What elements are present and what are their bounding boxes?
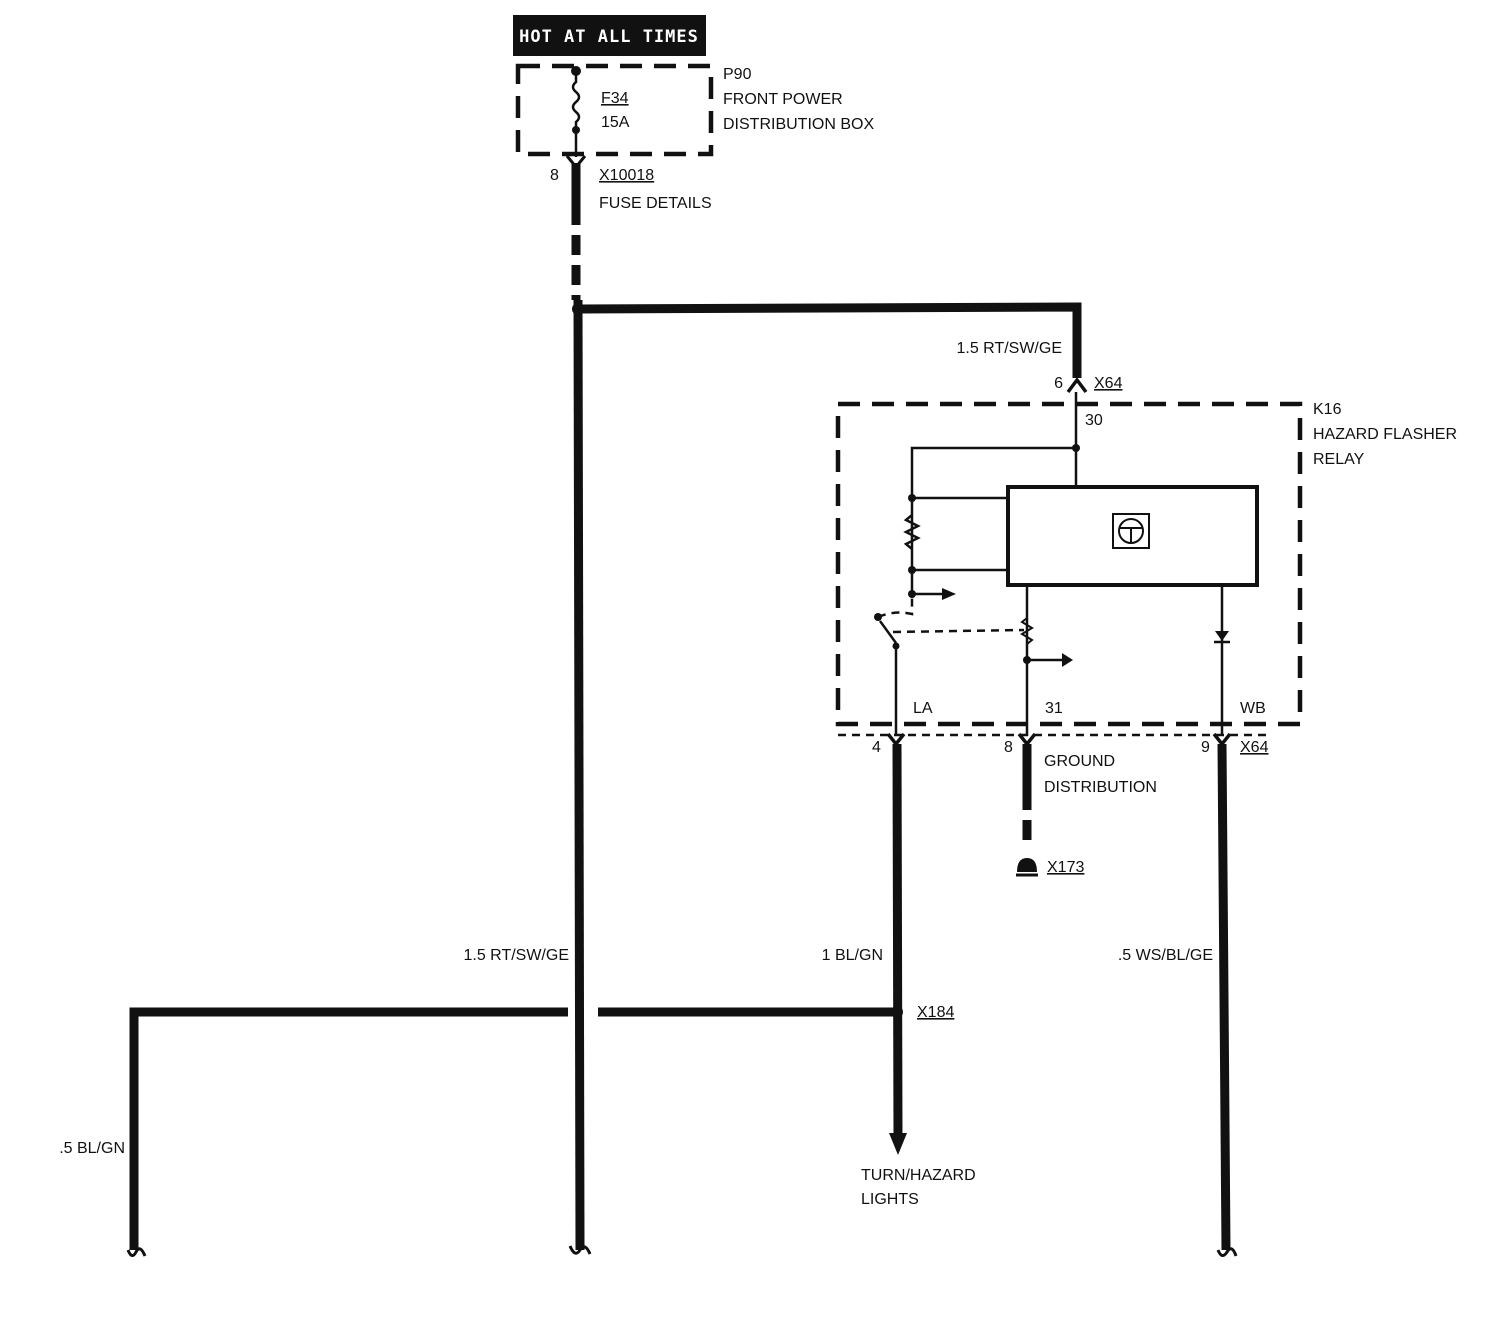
relay-name-line1: HAZARD FLASHER	[1313, 426, 1457, 443]
ground-label-line1: GROUND	[1044, 753, 1115, 770]
feed-main-wire-label: 1.5 RT/SW/GE	[463, 947, 569, 964]
fuse-symbol	[571, 71, 581, 130]
relay-terminal-la: LA	[913, 700, 933, 717]
flasher-module	[1006, 485, 1259, 587]
relay-input-connector-label: X64	[1094, 375, 1123, 392]
wb-output-wire	[1217, 743, 1231, 1251]
left-branch-break-symbol	[126, 1247, 147, 1257]
relay-terminal-31: 31	[1045, 700, 1063, 717]
relay-out-pin-la: 4	[872, 739, 881, 756]
fuse-box-id-label: P90	[723, 66, 752, 83]
la-output-arrow	[889, 1133, 907, 1155]
fuse-pin-label: 8	[550, 167, 559, 184]
wb-wire-label: .5 WS/BL/GE	[1118, 947, 1213, 964]
ground-label-line2: DISTRIBUTION	[1044, 779, 1157, 796]
wb-break-symbol	[1216, 1247, 1238, 1257]
relay-terminal-wb: WB	[1240, 700, 1266, 717]
left-branch-wire-label: .5 BL/GN	[59, 1140, 125, 1157]
fuse-connector-label: X10018	[599, 167, 654, 184]
relay-output-connector-label: X64	[1240, 739, 1269, 756]
destination-line2: LIGHTS	[861, 1191, 919, 1208]
fuse-id-label: F34	[601, 90, 629, 107]
relay-input-pin: 6	[1054, 375, 1063, 392]
la-output-wire	[892, 743, 903, 1141]
relay-name-line2: RELAY	[1313, 451, 1365, 468]
relay-diode-symbol	[1215, 631, 1229, 641]
fuse-box-outline	[515, 63, 714, 157]
power-header-box	[513, 15, 706, 56]
destination-line1: TURN/HAZARD	[861, 1167, 976, 1184]
fuse-box-name-line1: FRONT POWER	[723, 91, 843, 108]
ground-symbol	[1017, 858, 1037, 872]
relay-switch-arm	[878, 620, 898, 644]
la-wire-label: 1 BL/GN	[822, 947, 883, 964]
relay-feed-wire	[577, 302, 1082, 378]
relay-terminal-30: 30	[1085, 412, 1103, 429]
relay-out-pin-31: 8	[1004, 739, 1013, 756]
fuse-box-name-line2: DISTRIBUTION BOX	[723, 116, 874, 133]
relay-la-connector	[886, 732, 906, 747]
relay-feed-wire-label: 1.5 RT/SW/GE	[956, 340, 1062, 357]
feed-break-symbol	[568, 1245, 592, 1255]
relay-box-outline	[835, 401, 1303, 727]
relay-coil-symbol	[1020, 617, 1034, 645]
relay-ground-stub-head	[1062, 653, 1073, 667]
relay-input-connector	[1066, 377, 1088, 394]
left-branch-wire-left	[129, 1007, 568, 1250]
flasher-icon-frame	[1112, 513, 1150, 549]
power-header-label: HOT AT ALL TIMES	[519, 27, 699, 47]
relay-resistor-symbol	[903, 514, 921, 550]
relay-id-label: K16	[1313, 401, 1342, 418]
relay-arrow-head	[942, 588, 956, 600]
ground-connector-label: X173	[1047, 859, 1084, 876]
fuse-details-label: FUSE DETAILS	[599, 195, 712, 212]
relay-switch-actuator	[892, 628, 1025, 634]
splice-x184-label: X184	[917, 1004, 954, 1021]
feed-wire-main	[573, 299, 585, 1251]
relay-out-pin-wb: 9	[1201, 739, 1210, 756]
relay-switch-dashed-link	[877, 598, 914, 619]
fuse-rating-label: 15A	[601, 114, 630, 131]
steering-wheel-spokes	[1120, 527, 1142, 543]
